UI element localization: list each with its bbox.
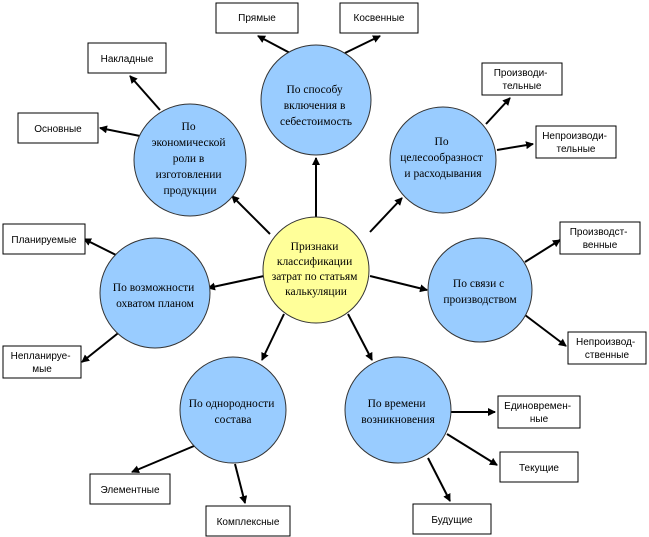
arrow-time-current [446, 433, 498, 466]
box-label-productive: Производи- тельные [494, 68, 551, 92]
box-label-unplanned: Непланируе- мые [11, 351, 74, 375]
arrow-expediency-unproductive [496, 141, 534, 151]
arrow-production-nonproduction [524, 314, 567, 347]
circle-method [260, 44, 372, 156]
box-productive [481, 62, 563, 96]
box-indirect [339, 2, 419, 34]
arrow-production-production-related [524, 239, 561, 263]
group-time: По времени возникновения Единовремен- ны… [344, 356, 581, 535]
arrow-method-indirect [344, 35, 381, 54]
circle-label-line: возникновения [361, 414, 435, 426]
box-current [499, 451, 579, 483]
circle-label-line: роли в [173, 153, 205, 165]
circle-label-line: По однородности [189, 398, 275, 410]
arrow-center-homogeneity [261, 313, 285, 361]
box-onetime [497, 395, 581, 429]
box-unproductive [535, 125, 617, 159]
box-basic [17, 112, 99, 144]
box-label-elemental: Элементные [100, 485, 160, 496]
center-line: классификации [277, 256, 352, 268]
arrow-economic-role-basic [99, 125, 141, 137]
circle-label-time: По времени возникновения [361, 398, 435, 426]
circle-label-line: состава [215, 414, 252, 426]
box-label-unproductive: Непроизводи- тельные [542, 131, 610, 155]
circle-homogeneity [179, 356, 287, 464]
circle-label-homogeneity: По однородности состава [189, 398, 277, 426]
box-label-basic: Основные [34, 124, 82, 135]
circle-label-line: продукции [164, 185, 217, 197]
group-expediency: По целесообразност и расходывания Произв… [389, 62, 617, 214]
box-unplanned [2, 345, 82, 379]
arrow-center-planning [207, 275, 265, 291]
arrow-time-future [427, 457, 451, 502]
arrow-center-production [369, 275, 428, 293]
box-label-indirect: Косвенные [354, 13, 405, 24]
box-elemental [89, 473, 171, 505]
box-label-planned: Планируемые [11, 235, 77, 246]
box-label-direct: Прямые [238, 13, 276, 24]
box-label-overhead: Накладные [101, 54, 154, 65]
circle-label-line: изготовлении [156, 169, 222, 181]
box-label-complex: Комплексные [217, 517, 280, 528]
circle-label-line: производством [443, 294, 517, 306]
group-economic-role: По экономической роли в изготовлении про… [17, 42, 247, 217]
box-future [412, 503, 492, 535]
arrow-planning-unplanned [81, 329, 123, 363]
circle-label-line: целесообразност [400, 152, 483, 164]
circle-label-line: экономической [152, 137, 226, 149]
box-label-onetime: Единовремен- ные [504, 401, 574, 425]
box-label-future: Будущие [431, 515, 473, 526]
center-line: калькуляции [285, 286, 347, 298]
arrow-center-economic-role [231, 195, 271, 235]
box-production-related [559, 221, 641, 255]
center-line: Признаки [291, 241, 339, 253]
box-label-current: Текущие [519, 463, 559, 474]
box-direct [215, 2, 299, 34]
circle-label-production: По связи с производством [443, 278, 517, 306]
circle-economic-role [133, 103, 247, 217]
center-node: Признаки классификации затрат по статьям… [262, 216, 370, 324]
circle-label-line: По способу [286, 84, 342, 96]
circle-expediency [389, 106, 497, 214]
arrow-expediency-productive [485, 97, 511, 125]
circle-production [427, 237, 533, 343]
box-overhead [87, 42, 167, 74]
circle-label-expediency: По целесообразност и расходывания [400, 136, 485, 180]
circle-label-line: По [182, 121, 196, 133]
box-planned [2, 223, 86, 255]
circle-label-planning: По возможности охватом планом [113, 282, 197, 310]
arrow-method-direct [257, 35, 291, 54]
box-label-production-related: Производст- венные [570, 227, 631, 251]
circle-label-method: По способу включения в себестоимость [280, 84, 352, 128]
circle-label-line: себестоимость [280, 116, 352, 128]
arrow-center-expediency [369, 197, 403, 233]
circle-label-economic-role: По экономической роли в изготовлении про… [152, 121, 229, 197]
center-line: затрат по статьям [272, 271, 358, 283]
circle-label-line: включения в [284, 100, 346, 112]
group-homogeneity: По однородности состава Элементные Компл… [89, 356, 291, 537]
circle-label-line: По связи с [453, 278, 504, 290]
box-label-nonproduction: Непроизвод- ственные [576, 337, 638, 361]
group-planning: По возможности охватом планом Планируемы… [2, 223, 211, 379]
box-nonproduction [567, 331, 647, 365]
circle-time [344, 356, 452, 464]
arrow-economic-role-overhead [129, 75, 161, 111]
circle-planning [99, 237, 211, 349]
arrow-homogeneity-elemental [131, 445, 195, 473]
center-label: Признаки классификации затрат по статьям… [272, 241, 361, 298]
arrow-homogeneity-complex [234, 463, 248, 504]
group-method: По способу включения в себестоимость Пря… [215, 2, 419, 156]
circle-label-line: и расходывания [404, 168, 482, 180]
arrow-center-time [347, 313, 373, 361]
group-production: По связи с производством Производст- вен… [427, 221, 647, 365]
connectors [81, 35, 567, 504]
circle-label-line: охватом планом [116, 298, 195, 310]
box-complex [205, 505, 291, 537]
circle-label-line: По времени [368, 398, 426, 410]
circle-label-line: По [435, 136, 449, 148]
circle-label-line: По возможности [113, 282, 195, 294]
